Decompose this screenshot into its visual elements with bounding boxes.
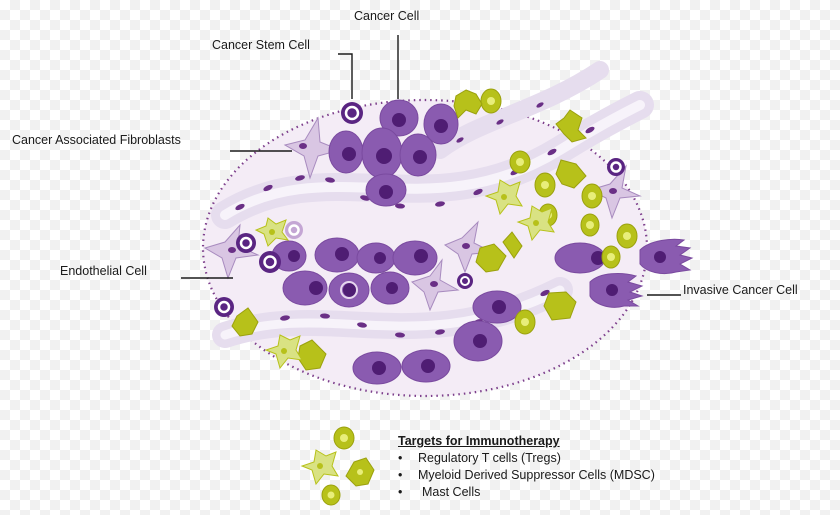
legend-title: Targets for Immunotherapy — [398, 434, 560, 448]
label-invasive-cancer-cell: Invasive Cancer Cell — [683, 283, 798, 297]
endothelial-nucleus — [473, 188, 483, 196]
cancer-stem-cell — [285, 221, 303, 239]
fibroblast-nucleus — [228, 247, 236, 253]
nucleus — [372, 361, 386, 375]
endothelial-nucleus — [325, 177, 335, 183]
legend-item-mdsc: Myeloid Derived Suppressor Cells (MDSC) — [394, 467, 655, 484]
fibroblast-nucleus — [430, 281, 438, 287]
endothelial-nucleus — [585, 126, 595, 134]
nucleus — [654, 251, 666, 263]
label-endothelial-cell: Endothelial Cell — [60, 264, 147, 278]
nucleus — [413, 150, 427, 164]
label-cancer-associated-fibroblasts: Cancer Associated Fibroblasts — [12, 133, 181, 147]
endothelial-nucleus — [295, 175, 305, 181]
endothelial-nuclei — [235, 102, 595, 338]
nucleus — [492, 300, 506, 314]
legend-item-mast-cells: Mast Cells — [394, 484, 655, 501]
nucleus — [606, 284, 618, 296]
cancer-stem-cell — [457, 273, 473, 289]
nucleus — [392, 113, 406, 127]
endothelial-nucleus — [395, 203, 405, 209]
cancer-stem-cell-ring — [610, 161, 622, 173]
endothelial-nucleus — [496, 119, 504, 125]
endothelial-nucleus — [435, 329, 445, 335]
blood-vessel-lumen — [220, 100, 645, 220]
nucleus — [591, 251, 605, 265]
invasive-cancer-cell — [639, 238, 694, 275]
nucleus — [434, 119, 448, 133]
fibroblast-nucleus — [462, 243, 470, 249]
immune-cells-star — [231, 89, 587, 371]
cancer-cell — [282, 270, 328, 306]
nucleus — [421, 359, 435, 373]
endothelial-nucleus — [357, 322, 367, 328]
cancer-stem-cell-ring — [344, 105, 360, 121]
label-cancer-cell: Cancer Cell — [354, 9, 420, 23]
blood-vessel — [431, 61, 609, 159]
endothelial-nucleus — [540, 289, 550, 297]
nucleus — [473, 334, 487, 348]
fibroblast-nuclei — [228, 143, 617, 287]
cancer-stem-cells — [214, 102, 625, 317]
endothelial-nucleus — [395, 332, 405, 338]
nucleus — [288, 250, 300, 262]
mdsc-cell — [543, 291, 577, 321]
cancer-stem-cell — [341, 102, 363, 124]
cancer-stem-cell-ring — [288, 224, 300, 236]
nucleus — [414, 249, 428, 263]
nucleus — [386, 282, 398, 294]
legend-item-tregs: Regulatory T cells (Tregs) — [394, 450, 655, 467]
mdsc-cell — [555, 109, 587, 143]
cancer-stem-cell — [236, 233, 256, 253]
cancer-stem-cell-ring — [239, 236, 253, 250]
mdsc-cell — [475, 243, 507, 273]
cancer-stem-cell-ring — [217, 300, 231, 314]
legend-icons — [300, 426, 375, 506]
nucleus — [374, 252, 386, 264]
nucleus — [335, 247, 349, 261]
nucleus — [309, 281, 323, 295]
endothelial-nucleus — [536, 102, 544, 108]
legend-list: Regulatory T cells (Tregs) Myeloid Deriv… — [394, 450, 655, 501]
endothelial-nucleus — [320, 313, 330, 319]
label-cancer-stem-cell: Cancer Stem Cell — [212, 38, 310, 52]
leader-lines — [181, 35, 681, 296]
fibroblast-nucleus — [299, 143, 307, 149]
mdsc-cell — [453, 89, 483, 119]
fibroblast-nucleus — [609, 188, 617, 194]
nucleus — [379, 185, 393, 199]
leader-line-cancer-stem-cell — [338, 53, 353, 99]
nucleus-ring — [340, 281, 358, 299]
immune-cell-nuclei — [487, 97, 631, 326]
endothelial-nucleus — [547, 148, 557, 156]
nucleus — [342, 147, 356, 161]
cancer-stem-cell — [607, 158, 625, 176]
endothelial-nucleus — [456, 137, 464, 143]
endothelial-nucleus — [235, 203, 245, 211]
cancer-stem-cell-ring — [460, 276, 470, 286]
endothelial-nucleus — [263, 184, 273, 192]
endothelial-nucleus — [280, 315, 290, 321]
cancer-stem-cell — [214, 297, 234, 317]
cancer-cell-nuclei — [288, 113, 605, 375]
cancer-stem-cell — [259, 251, 281, 273]
mdsc-cell — [502, 231, 523, 259]
mdsc-cell — [231, 307, 259, 337]
cancer-stem-cell-ring — [263, 255, 277, 269]
nucleus — [343, 283, 357, 297]
endothelial-nucleus — [435, 201, 445, 207]
nucleus — [376, 148, 392, 164]
mdsc-cell — [555, 159, 587, 189]
